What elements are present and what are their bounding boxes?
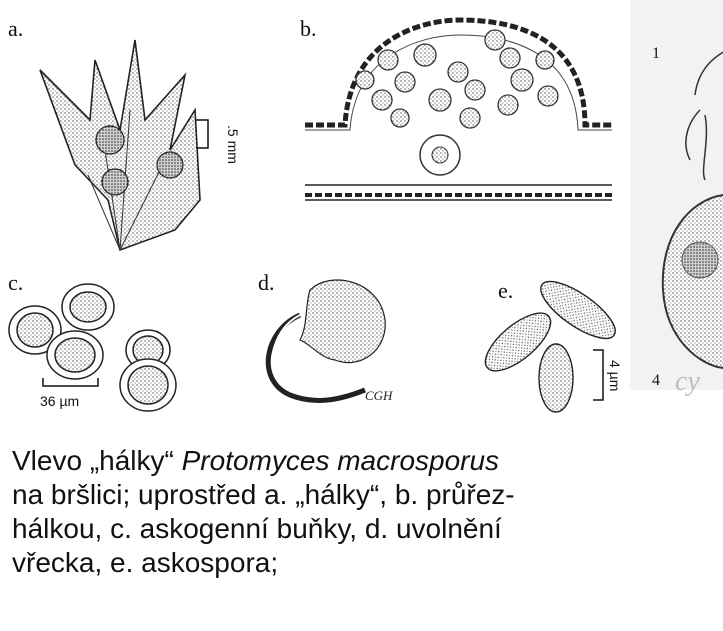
- panel-c-label: c.: [8, 270, 23, 295]
- scale-bar-e: [593, 350, 603, 400]
- panel-a: a. .5 mm: [8, 16, 241, 250]
- caption-line-3: hálkou, c. askogenní buňky, d. uvolnění: [12, 512, 723, 546]
- caption-line-1: Vlevo „hálky“ Protomyces macrosporus: [12, 444, 723, 478]
- scale-bar-a: [196, 120, 208, 148]
- scale-label-c: 36 µm: [40, 393, 79, 409]
- gall: [96, 126, 124, 154]
- panel-b: b.: [300, 16, 612, 200]
- stamp-text: cy: [675, 366, 700, 397]
- panel-b-label: b.: [300, 16, 317, 41]
- ascus-sphere: [300, 280, 385, 363]
- gall: [157, 152, 183, 178]
- right-number-4: 4: [652, 372, 660, 389]
- panel-a-label: a.: [8, 16, 23, 41]
- gall: [102, 169, 128, 195]
- figure-svg: a. .5 mm b. 1: [0, 0, 723, 420]
- panel-c: c. 36 µm: [8, 270, 176, 411]
- scale-label-e: 4 µm: [607, 360, 623, 391]
- leaf-drawing: [40, 40, 200, 250]
- scale-label-a: .5 mm: [225, 125, 241, 164]
- caption-line-4: vřecka, e. askospora;: [12, 546, 723, 580]
- figure-area: a. .5 mm b. 1: [0, 0, 723, 420]
- panel-right-clipped: 1 4 cy: [630, 0, 723, 397]
- panel-e: e. 4 µm: [476, 272, 623, 412]
- species-name: Protomyces macrosporus: [182, 445, 499, 476]
- panel-d-label: d.: [258, 270, 275, 295]
- right-number-1: 1: [652, 45, 660, 62]
- caption-line-2: na bršlici; uprostřed a. „hálky“, b. prů…: [12, 478, 723, 512]
- caption-line-1-text: Vlevo „hálky“: [12, 445, 182, 476]
- caption: Vlevo „hálky“ Protomyces macrosporus na …: [12, 444, 723, 580]
- signature-mark: CGH: [365, 388, 393, 403]
- panel-e-label: e.: [498, 278, 513, 303]
- panel-d: d. CGH: [258, 270, 393, 403]
